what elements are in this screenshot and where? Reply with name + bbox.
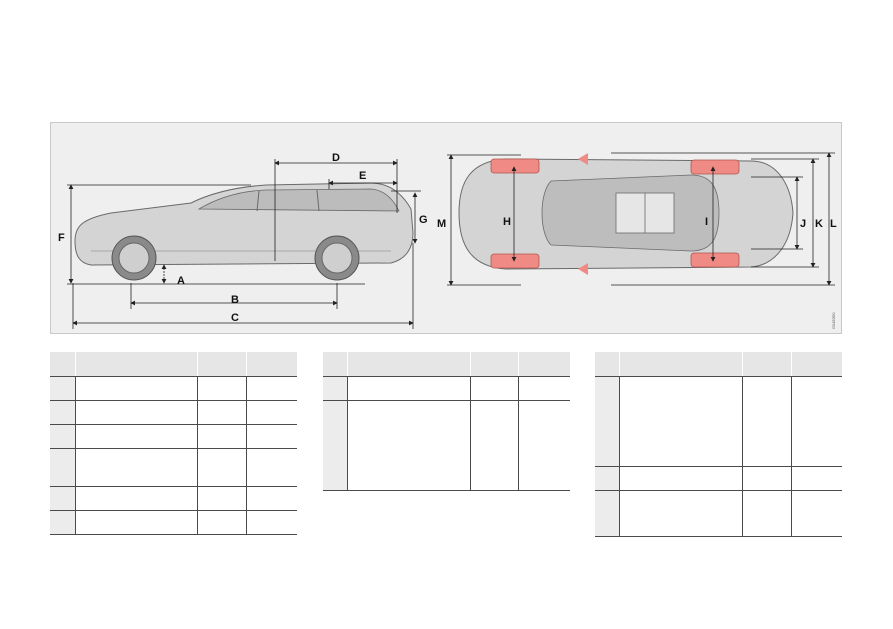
table-row bbox=[595, 376, 842, 467]
top-dimension-lines bbox=[447, 152, 835, 286]
table-row bbox=[323, 376, 570, 401]
label-h: H bbox=[503, 216, 511, 228]
table-header bbox=[595, 352, 842, 377]
label-g: G bbox=[419, 214, 428, 226]
table-row bbox=[595, 466, 842, 491]
label-d: D bbox=[332, 152, 340, 164]
label-a: A bbox=[177, 275, 185, 287]
table-row bbox=[50, 486, 297, 511]
label-c: C bbox=[231, 312, 239, 324]
label-b: B bbox=[231, 294, 239, 306]
table-header bbox=[323, 352, 570, 377]
label-f: F bbox=[58, 232, 65, 244]
dimensions-illustration: D E G F A B C M H I J K L G045350 bbox=[50, 122, 842, 334]
top-view-car bbox=[458, 153, 794, 275]
side-dimension-lines bbox=[67, 159, 421, 329]
label-e: E bbox=[359, 170, 366, 182]
table-row bbox=[50, 424, 297, 449]
table-row bbox=[50, 400, 297, 425]
table-header bbox=[50, 352, 297, 377]
dimensions-table-3 bbox=[595, 352, 842, 537]
label-k: K bbox=[815, 218, 823, 230]
table-row bbox=[323, 400, 570, 491]
table-row bbox=[50, 376, 297, 401]
table-row bbox=[595, 490, 842, 537]
dimensions-table-1 bbox=[50, 352, 297, 535]
dimensions-table-2 bbox=[323, 352, 570, 491]
car-diagram: D E G F A B C M H I J K L G045350 bbox=[58, 152, 837, 329]
figure-code: G045350 bbox=[831, 312, 836, 329]
table-row bbox=[50, 448, 297, 487]
label-m: M bbox=[437, 218, 446, 230]
side-view-car bbox=[74, 182, 414, 281]
label-l: L bbox=[830, 218, 837, 230]
label-j: J bbox=[800, 218, 806, 230]
label-i: I bbox=[705, 216, 708, 228]
table-row bbox=[50, 510, 297, 535]
